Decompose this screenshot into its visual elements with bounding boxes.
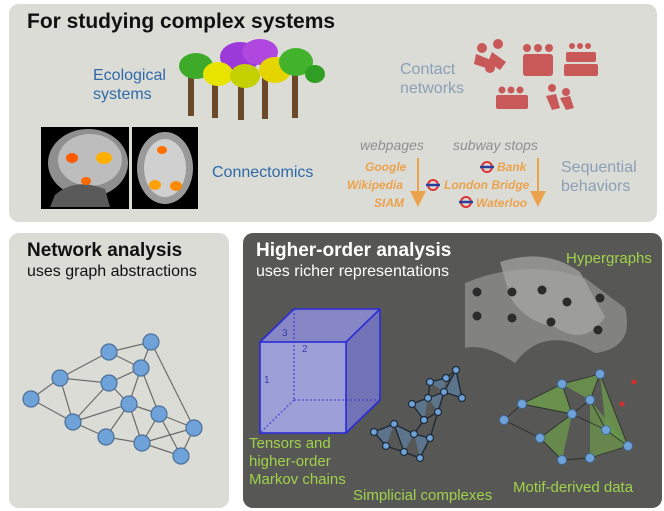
webpage-siam: SIAM (374, 196, 404, 210)
subway-header: subway stops (453, 137, 538, 153)
brain-scan-icon (41, 127, 198, 209)
stop-london-bridge: London Bridge (444, 178, 530, 192)
tensor-axis-2: 2 (302, 344, 308, 355)
tensors-label: Tensors and higher-order Markov chains (249, 435, 346, 488)
people-icon (474, 39, 598, 110)
motif-label: Motif-derived data (513, 479, 634, 496)
tensor-cube (259, 308, 381, 434)
underground-roundel-icon (426, 161, 494, 208)
simplicial-label: Simplicial complexes (353, 487, 493, 504)
motif-network (499, 369, 637, 465)
simplicial-complex (369, 365, 467, 463)
connectomics-label: Connectomics (212, 164, 314, 181)
tensor-axis-3: 3 (282, 328, 288, 339)
higher-order-subtitle: uses richer representations (256, 263, 449, 280)
webpages-header: webpages (360, 137, 424, 153)
sequential-label: Sequential behaviors (561, 159, 637, 195)
stop-waterloo: Waterloo (476, 196, 528, 210)
contact-label: Contact networks (400, 61, 465, 97)
network-analysis-title: Network analysis (27, 240, 183, 261)
hypergraph-figure (465, 256, 627, 363)
stop-bank: Bank (497, 160, 527, 174)
trees-icon (179, 39, 325, 120)
higher-order-title: Higher-order analysis (256, 240, 452, 261)
webpage-google: Google (365, 160, 407, 174)
complex-systems-title: For studying complex systems (27, 10, 336, 33)
hypergraphs-label: Hypergraphs (566, 250, 652, 267)
tensor-axis-1: 1 (264, 375, 270, 386)
network-graph-nodes (22, 333, 203, 465)
webpage-wikipedia: Wikipedia (347, 178, 403, 192)
network-analysis-panel (9, 233, 229, 508)
network-analysis-subtitle: uses graph abstractions (27, 263, 197, 280)
ecological-label: Ecological systems (93, 67, 166, 103)
